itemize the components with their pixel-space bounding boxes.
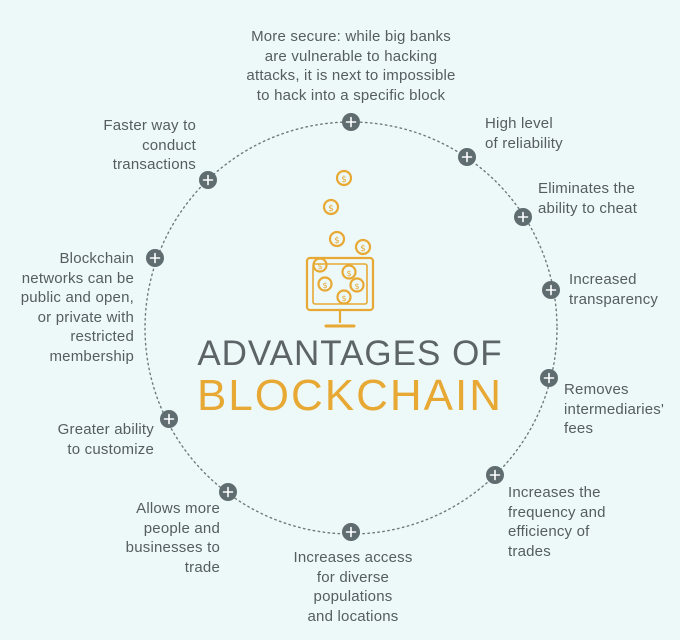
title-line-advantages: ADVANTAGES OF [197,334,503,373]
svg-text:$: $ [354,282,359,291]
falling-coin-icon: $ [328,230,346,248]
computer-with-coins-icon: $ $ $ $ $ $ $ $ $ [305,169,375,328]
advantage-label-networks: Blockchain networks can be public and op… [20,250,134,365]
svg-text:$: $ [322,281,327,290]
plus-icon [219,483,237,501]
advantage-label-reliability: High level of reliability [485,115,563,152]
svg-text:$: $ [328,204,334,214]
svg-text:$: $ [341,175,347,185]
advantage-label-intermediaries: Removes intermediaries' fees [564,381,665,437]
screen-coin-icon: $ [336,289,352,305]
plus-icon [514,208,532,226]
svg-text:$: $ [317,262,322,271]
advantage-label-faster: Faster way to conduct transactions [103,117,196,173]
plus-icon [146,249,164,267]
falling-coin-icon: $ [335,169,353,187]
plus-icon [542,281,560,299]
plus-icon [160,410,178,428]
plus-icon [342,523,360,541]
screen-coin-icon: $ [349,277,365,293]
ring-nodes [146,113,560,541]
svg-text:$: $ [346,269,351,278]
advantage-label-frequency: Increases the frequency and efficiency o… [508,484,606,560]
svg-text:$: $ [334,236,340,246]
advantage-label-customize: Greater ability to customize [57,421,154,458]
monitor-screen [312,263,368,305]
advantage-label-cheat: Eliminates the ability to cheat [538,180,638,217]
svg-text:$: $ [360,244,366,254]
advantage-label-transparency: Increased transparency [569,271,659,308]
plus-icon [458,148,476,166]
falling-coin-icon: $ [322,198,340,216]
advantage-label-more-secure: More secure: while big banks are vulnera… [246,28,456,104]
svg-text:$: $ [341,294,346,303]
plus-icon [486,466,504,484]
plus-icon [540,369,558,387]
title-line-blockchain: BLOCKCHAIN [196,371,504,420]
advantage-label-more-people: Allows more people and businesses to tra… [125,500,220,576]
falling-coin-icon: $ [354,238,372,256]
screen-coin-icon: $ [317,276,333,292]
advantage-label-access: Increases access for diverse populations… [293,549,413,625]
plus-icon [342,113,360,131]
plus-icon [199,171,217,189]
screen-coin-icon: $ [312,257,328,273]
screen-coin-icon: $ [341,264,357,280]
